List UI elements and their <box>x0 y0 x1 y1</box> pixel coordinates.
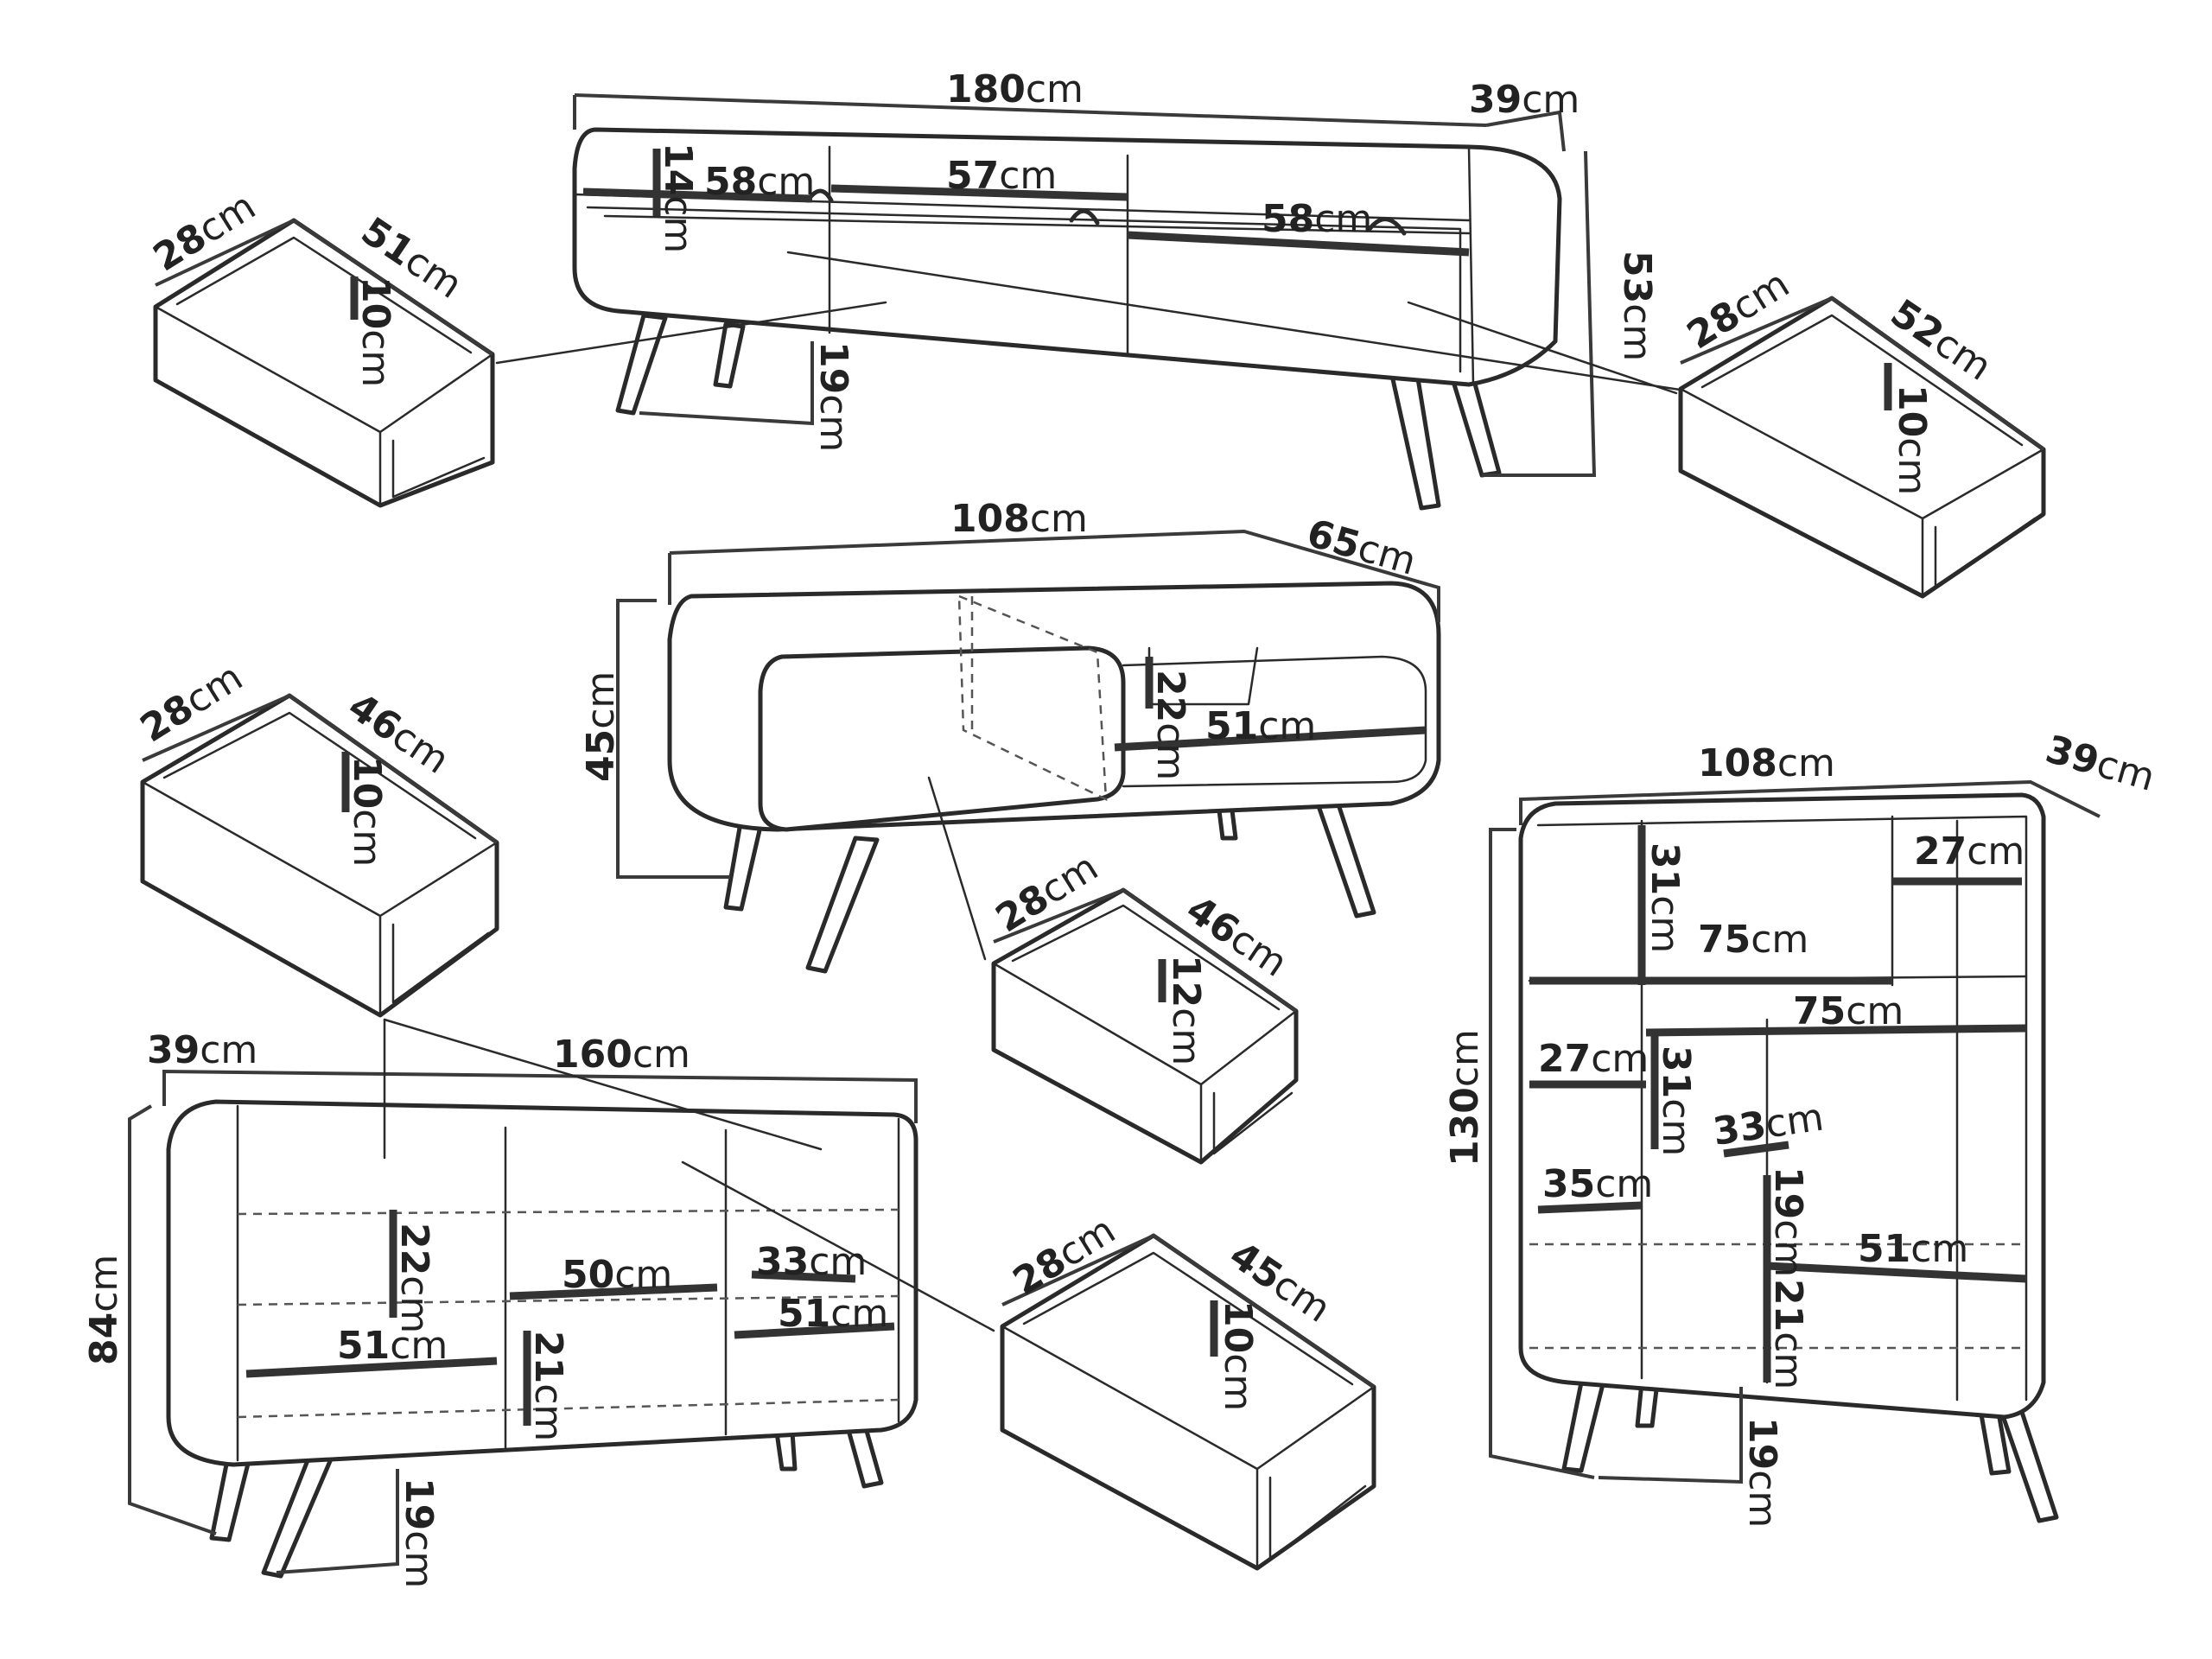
tv-drawer-left <box>153 218 495 508</box>
bookcase-mid-shelf-height-label: 31cm <box>1654 1046 1698 1156</box>
coffee-table-depth-label: 65cm <box>1302 512 1421 584</box>
bookcase-top-shelf-width-label: 75cm <box>1698 918 1808 962</box>
bookcase-top-right-width-label: 27cm <box>1914 830 2024 874</box>
sideboard-drawer-right-height-label: 10cm <box>1216 1300 1260 1411</box>
bookcase-lower-shelf-width-label: 51cm <box>1858 1227 1968 1271</box>
sideboard-drawer-left <box>140 693 499 1018</box>
coffee-table-shelf-height-label: 22cm <box>1148 670 1192 780</box>
sideboard <box>128 1018 995 1579</box>
dimension-labels: 180cm 39cm 53cm 19cm 14cm 58cm 57cm 58cm… <box>82 67 2159 1588</box>
tv-drawer-right <box>1678 296 2046 599</box>
coffee-table-width-label: 108cm <box>950 497 1088 541</box>
sideboard-mid-shelf-width-label: 50cm <box>562 1253 672 1297</box>
sideboard-right-shelf-depth-label: 33cm <box>756 1240 867 1284</box>
tv-depth-label: 39cm <box>1469 78 1580 122</box>
sideboard-drawer-left-height-label: 10cm <box>345 756 389 867</box>
tv-drawer-right-height-label: 10cm <box>1890 385 1934 495</box>
coffee-table-drawer-height-label: 12cm <box>1164 955 1208 1065</box>
tv-drawer-left-height-label: 10cm <box>353 276 397 387</box>
sideboard-height-label: 84cm <box>82 1255 126 1365</box>
bookcase-lower-shelf-height-2-label: 21cm <box>1766 1279 1810 1389</box>
tv-drawer-right-width-label: 58cm <box>1262 197 1372 241</box>
tv-stand <box>495 93 1704 511</box>
sideboard-left-shelf-height-label: 22cm <box>392 1223 436 1333</box>
bookcase-mid-shelf-width-label: 75cm <box>1793 989 1904 1033</box>
tv-drawer-mid-width-label: 57cm <box>946 154 1057 198</box>
sideboard-right-shelf-width-label: 51cm <box>778 1292 888 1336</box>
sideboard-leg-height-label: 19cm <box>397 1478 441 1588</box>
coffee-table-shelf-width-label: 51cm <box>1205 704 1316 748</box>
tv-shelf-height-label: 14cm <box>656 143 700 253</box>
bookcase-lower-depth-label: 33cm <box>1710 1096 1826 1154</box>
sideboard-drawer-right <box>1000 1233 1376 1571</box>
tv-width-label: 180cm <box>946 67 1084 111</box>
tv-leg-height-label: 19cm <box>811 341 855 452</box>
sideboard-width-label: 160cm <box>553 1033 690 1077</box>
tv-height-label: 53cm <box>1615 251 1659 361</box>
bookcase-mid-left-width-label: 27cm <box>1538 1037 1649 1081</box>
sideboard-mid-shelf-height-label: 21cm <box>526 1331 570 1441</box>
tv-drawer-left-width-label: 58cm <box>704 160 815 204</box>
bookcase-lower-shelf-height-1-label: 19cm <box>1766 1166 1810 1277</box>
bookcase <box>1489 779 2101 1523</box>
bookcase-lower-left-width-label: 35cm <box>1542 1162 1653 1206</box>
coffee-table-height-label: 45cm <box>579 671 623 782</box>
bookcase-width-label: 108cm <box>1698 741 1835 785</box>
bookcase-depth-label: 39cm <box>2041 728 2159 800</box>
sideboard-left-shelf-width-label: 51cm <box>337 1324 448 1368</box>
bookcase-top-shelf-height-label: 31cm <box>1643 842 1687 953</box>
bookcase-leg-height-label: 19cm <box>1740 1417 1784 1528</box>
bookcase-height-label: 130cm <box>1443 1029 1487 1166</box>
sideboard-depth-label: 39cm <box>147 1028 257 1072</box>
coffee-table-drawer <box>991 887 1299 1165</box>
coffee-table <box>616 529 1441 974</box>
